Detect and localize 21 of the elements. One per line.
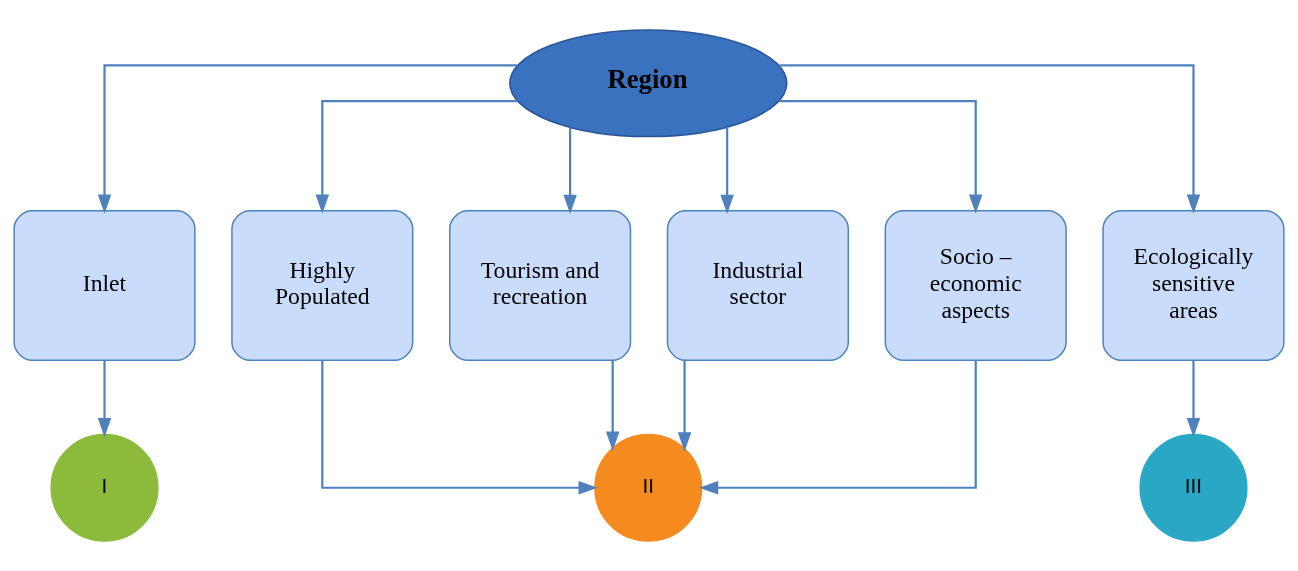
node-box: Industrial sector bbox=[666, 209, 849, 362]
arrow bbox=[1186, 360, 1201, 438]
arrow bbox=[720, 127, 734, 215]
node-box: Tourism and recreation bbox=[449, 209, 632, 362]
arrow bbox=[321, 360, 598, 495]
arrow bbox=[315, 99, 518, 214]
arrow bbox=[677, 360, 692, 452]
node-box: Socio – economic aspects bbox=[884, 209, 1067, 362]
node-circle: I bbox=[50, 433, 159, 542]
arrow bbox=[779, 99, 983, 214]
arrow bbox=[97, 64, 518, 214]
node-box: Highly Populated bbox=[231, 209, 414, 362]
node-circle: III bbox=[1139, 433, 1248, 542]
node-ellipse: Region bbox=[509, 29, 788, 138]
arrow bbox=[605, 360, 620, 451]
arrow bbox=[698, 360, 977, 495]
node-box: Ecologically sensitive areas bbox=[1102, 209, 1285, 362]
arrow bbox=[97, 360, 112, 438]
node-box: Inlet bbox=[13, 209, 196, 362]
arrow bbox=[779, 64, 1201, 214]
arrow bbox=[563, 127, 577, 214]
